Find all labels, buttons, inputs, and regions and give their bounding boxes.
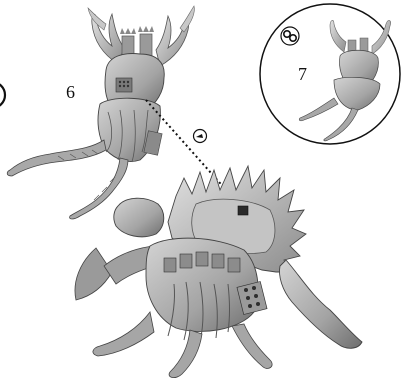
step-number-6: 6 [66, 82, 75, 102]
step-number-7: 7 [298, 64, 307, 84]
body-miniature [75, 166, 362, 378]
head-part-6 [7, 6, 194, 219]
glue-icon [194, 130, 207, 143]
chain-link-icon [281, 27, 299, 45]
partial-circle-left [0, 82, 5, 108]
